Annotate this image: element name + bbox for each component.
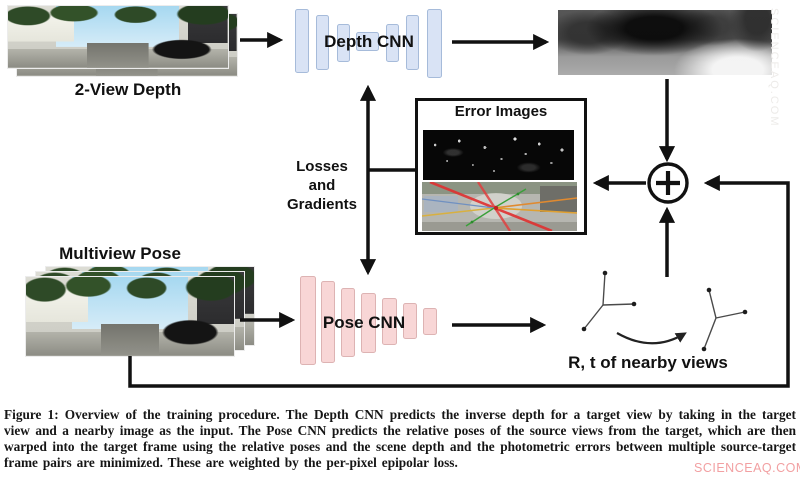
multiview-pose-label: Multiview Pose [59,244,181,263]
two-view-depth-photo-front [7,5,229,69]
two-view-depth-label: 2-View Depth [74,80,182,99]
rt-nearby-views-label: R, t of nearby views [568,353,728,372]
epipolar-error-image [421,180,578,233]
figure-caption: Figure 1: Overview of the training proce… [4,407,796,470]
losses-gradients-label: Losses and Gradients [272,157,372,214]
sum-node [647,162,689,204]
camera-frame-right-icon [703,289,746,350]
pose-cnn-label: Pose CNN [322,313,406,332]
relative-pose-curved-arrow [616,332,687,345]
depth-cnn-layer-bar [427,9,442,78]
losses-line-3: Gradients [286,196,358,213]
pose-axes-graphic [583,272,746,350]
sum-circle [647,162,689,204]
watermark-side: SCIENCEAQ.COM [768,8,780,128]
depth-cnn-label: Depth CNN [324,32,414,51]
losses-line-2: and [308,177,336,194]
depth-cnn-layer-bar [406,15,419,70]
depth-cnn-layer-bar [295,9,309,73]
axes-endpoint-dots [581,270,748,352]
depth-cnn-layer-bar [386,24,399,62]
camera-frame-left-icon [583,272,635,330]
multiview-pose-photo-front [25,276,235,357]
error-images-title: Error Images [454,103,548,120]
photometric-error-image [423,130,574,180]
depth-cnn-layer-bar [316,15,329,70]
depth-cnn-layer-bar [337,24,350,62]
watermark-bottom: SCIENCEAQ.COM [694,461,800,475]
predicted-depth-map-image [558,10,772,75]
epipolar-lines-graphic [421,180,578,233]
losses-line-1: Losses [296,158,348,175]
depth-cnn-bottleneck-bar [356,32,379,51]
